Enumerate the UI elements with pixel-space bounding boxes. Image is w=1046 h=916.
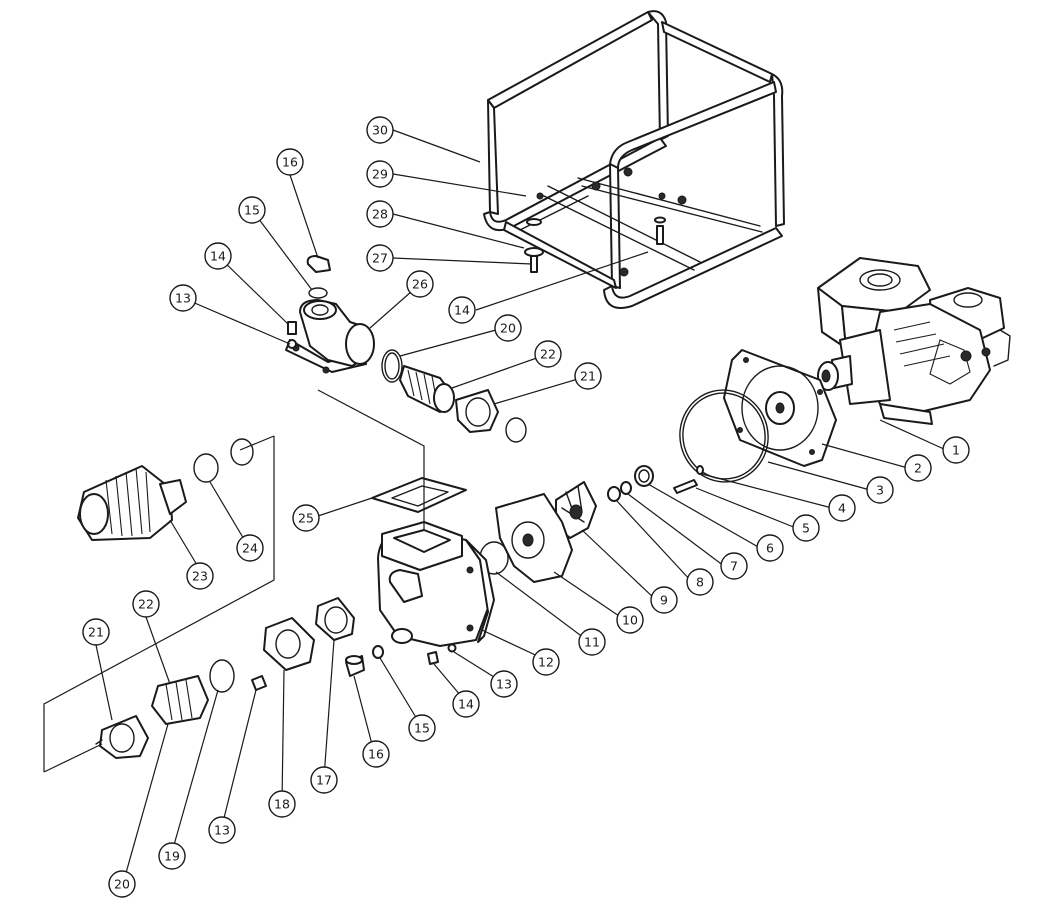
svg-text:13: 13 <box>214 823 230 838</box>
callout-16-top: 16 <box>276 148 304 176</box>
svg-text:7: 7 <box>730 559 738 574</box>
svg-text:21: 21 <box>580 369 596 384</box>
callout-21-top: 21 <box>574 362 602 390</box>
callout-7: 7 <box>720 552 748 580</box>
callout-24: 24 <box>236 534 264 562</box>
callout-25: 25 <box>292 504 320 532</box>
svg-text:16: 16 <box>282 155 298 170</box>
svg-text:10: 10 <box>622 613 638 628</box>
svg-text:12: 12 <box>538 655 554 670</box>
svg-text:14: 14 <box>210 249 226 264</box>
svg-text:24: 24 <box>242 541 258 556</box>
callout-5: 5 <box>792 514 820 542</box>
callout-15-mid: 15 <box>408 714 436 742</box>
svg-text:23: 23 <box>192 569 208 584</box>
callout-30: 30 <box>366 116 394 144</box>
pump-parts-right <box>479 349 837 583</box>
svg-text:2: 2 <box>914 461 922 476</box>
svg-text:1: 1 <box>952 443 960 458</box>
callout-14-frame: 14 <box>448 296 476 324</box>
callout-2: 2 <box>904 454 932 482</box>
callout-14-top: 14 <box>204 242 232 270</box>
callout-3: 3 <box>866 476 894 504</box>
callout-10: 10 <box>616 606 644 634</box>
svg-text:18: 18 <box>274 797 290 812</box>
svg-text:27: 27 <box>372 251 388 266</box>
callout-29: 29 <box>366 160 394 188</box>
svg-text:13: 13 <box>175 291 191 306</box>
callout-22-bottom: 22 <box>132 590 160 618</box>
callout-21-bottom: 21 <box>82 618 110 646</box>
svg-text:19: 19 <box>164 849 180 864</box>
frame <box>483 10 785 309</box>
leader-lines <box>43 129 947 881</box>
svg-text:3: 3 <box>876 483 884 498</box>
svg-text:15: 15 <box>414 721 430 736</box>
callout-28: 28 <box>366 200 394 228</box>
gasket-25 <box>371 477 467 513</box>
svg-text:26: 26 <box>412 277 428 292</box>
svg-text:30: 30 <box>372 123 388 138</box>
svg-text:5: 5 <box>802 521 810 536</box>
callout-16-mid: 16 <box>362 740 390 768</box>
callout-19: 19 <box>158 842 186 870</box>
pump-parts-lower <box>315 597 457 677</box>
callout-15-top: 15 <box>238 196 266 224</box>
callout-26: 26 <box>406 270 434 298</box>
engine <box>817 257 1011 425</box>
svg-text:14: 14 <box>458 697 474 712</box>
callout-6: 6 <box>756 534 784 562</box>
callout-4: 4 <box>828 494 856 522</box>
callout-8: 8 <box>686 568 714 596</box>
suction-assembly <box>77 438 315 759</box>
callout-27: 27 <box>366 244 394 272</box>
pump-casing <box>377 521 495 647</box>
svg-text:25: 25 <box>298 511 314 526</box>
svg-text:20: 20 <box>500 321 516 336</box>
callout-11: 11 <box>578 628 606 656</box>
svg-text:11: 11 <box>584 635 600 650</box>
callouts: 30 29 28 27 14 16 15 14 13 26 20 22 21 1… <box>82 116 970 898</box>
callout-13-top: 13 <box>169 284 197 312</box>
discharge-assembly <box>285 255 527 443</box>
svg-text:6: 6 <box>766 541 774 556</box>
svg-text:28: 28 <box>372 207 388 222</box>
svg-text:13: 13 <box>496 677 512 692</box>
svg-text:4: 4 <box>838 501 846 516</box>
svg-text:16: 16 <box>368 747 384 762</box>
callout-22-top: 22 <box>534 340 562 368</box>
svg-text:8: 8 <box>696 575 704 590</box>
svg-text:17: 17 <box>316 773 332 788</box>
svg-text:9: 9 <box>660 593 668 608</box>
callout-14-mid: 14 <box>452 690 480 718</box>
callout-1: 1 <box>942 436 970 464</box>
callout-20-bottom: 20 <box>108 870 136 898</box>
svg-text:22: 22 <box>138 597 154 612</box>
callout-20-top: 20 <box>494 314 522 342</box>
svg-text:15: 15 <box>244 203 260 218</box>
callout-17: 17 <box>310 766 338 794</box>
svg-text:20: 20 <box>114 877 130 892</box>
svg-text:22: 22 <box>540 347 556 362</box>
callout-13-mid: 13 <box>490 670 518 698</box>
callout-23: 23 <box>186 562 214 590</box>
callout-12: 12 <box>532 648 560 676</box>
svg-text:14: 14 <box>454 303 470 318</box>
callout-13-bottom: 13 <box>208 816 236 844</box>
callout-18: 18 <box>268 790 296 818</box>
svg-text:29: 29 <box>372 167 388 182</box>
callout-9: 9 <box>650 586 678 614</box>
svg-text:21: 21 <box>88 625 104 640</box>
